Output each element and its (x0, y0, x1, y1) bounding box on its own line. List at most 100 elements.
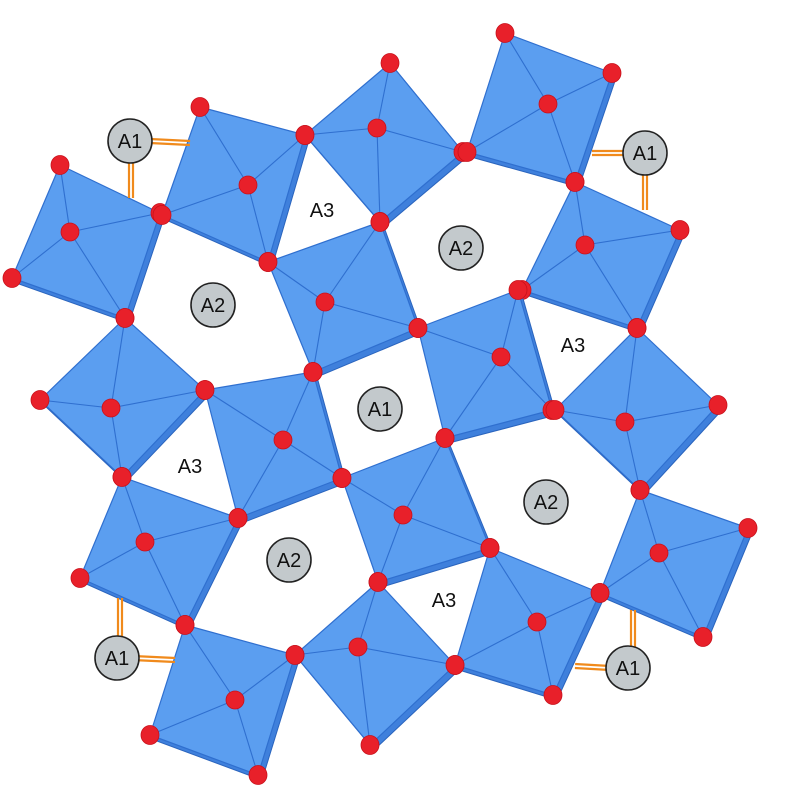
octahedron-edge (121, 476, 146, 543)
oxygen-atom (50, 155, 70, 175)
site-a1-center: A1 (357, 386, 403, 432)
octahedron-edge (402, 437, 446, 516)
site-a3-top: A3 (310, 200, 334, 222)
octahedron-edge (402, 514, 491, 549)
octahedron-edge (376, 62, 391, 129)
octahedron-9 (195, 362, 352, 528)
site-a3-left: A3 (178, 456, 202, 478)
octahedron-edge (521, 244, 586, 291)
octahedron-15 (285, 572, 465, 755)
octahedron-8 (408, 280, 562, 448)
oxygen-atom (393, 505, 413, 525)
oxygen-atom (273, 430, 293, 450)
site-a1-top-left: A1 (107, 118, 153, 164)
oxygen-atom (315, 292, 335, 312)
octahedron-edge (574, 181, 586, 246)
bond-a1-bottom-left-v (116, 598, 124, 641)
octahedra-layer (2, 23, 758, 785)
oxygen-atom (332, 468, 352, 488)
octahedron-edge (500, 289, 519, 358)
site-circle (622, 130, 668, 176)
site-label: A3 (178, 456, 202, 478)
octahedron-edge (247, 184, 269, 263)
oxygen-atom (538, 94, 558, 114)
oxygen-atom (602, 63, 622, 83)
oxygen-atom (491, 347, 511, 367)
site-label: A1 (616, 658, 640, 680)
octahedron-edge (377, 514, 404, 583)
oxygen-atom (348, 637, 368, 657)
site-a1-top-right: A1 (622, 130, 668, 176)
site-circle (357, 386, 403, 432)
octahedron-11 (332, 428, 500, 592)
oxygen-atom (115, 308, 135, 328)
octahedron-edge (324, 301, 419, 329)
oxygen-atom (627, 318, 647, 338)
oxygen-atom (543, 685, 563, 705)
octahedron-edge (658, 552, 704, 638)
octahedron-edge (69, 212, 161, 233)
octahedron-edge (489, 547, 538, 623)
oxygen-atom (508, 280, 528, 300)
oxygen-atom (380, 53, 400, 73)
oxygen-atom (112, 467, 132, 487)
octahedron-edge (584, 244, 638, 329)
oxygen-atom (545, 400, 565, 420)
octahedron-edge (237, 439, 284, 519)
oxygen-atom (225, 690, 245, 710)
oxygen-atom (708, 395, 728, 415)
oxygen-atom (175, 615, 195, 635)
oxygen-atom (140, 725, 160, 745)
octahedron-edge (417, 327, 502, 358)
octahedron-edge (500, 356, 553, 411)
octahedron-edge (282, 439, 343, 479)
octahedron-edge (39, 399, 112, 409)
oxygen-atom (258, 252, 278, 272)
octahedron-6 (512, 172, 690, 338)
octahedron-edge (624, 327, 638, 423)
octahedron-edge (282, 371, 314, 441)
site-circle (523, 479, 569, 525)
bonds-layer (116, 137, 649, 672)
octahedron-edge (144, 541, 186, 626)
octahedron-edge (69, 231, 126, 319)
octahedron-edge (79, 541, 146, 579)
bond-a1-bottom-left-h (132, 654, 176, 664)
site-circle (438, 225, 484, 271)
site-label: A1 (118, 131, 142, 153)
oxygen-atom (527, 612, 547, 632)
oxygen-atom (303, 362, 323, 382)
oxygen-atom (649, 543, 669, 563)
oxygen-atom (195, 380, 215, 400)
oxygen-atom (370, 212, 390, 232)
octahedron-13 (590, 480, 758, 647)
oxygen-atom (135, 532, 155, 552)
octahedron-edge (658, 527, 749, 554)
oxygen-atom (360, 735, 380, 755)
octahedron-edge (11, 231, 71, 279)
octahedron-edge (624, 421, 641, 491)
bond-a1-bottom-right-h (574, 662, 611, 672)
bond-line (574, 666, 610, 672)
octahedron-16 (140, 615, 305, 785)
octahedron-edge (324, 221, 381, 303)
octahedron-edge (110, 407, 123, 478)
oxygen-atom (238, 175, 258, 195)
oxygen-atom (575, 235, 595, 255)
octahedron-edge (454, 621, 538, 666)
octahedron-12 (70, 467, 248, 635)
octahedron-edge (357, 646, 371, 746)
octahedron-5 (258, 212, 428, 382)
oxygen-atom (738, 518, 758, 538)
oxygen-atom (228, 508, 248, 528)
octahedron-edge (536, 621, 554, 696)
oxygen-atom (248, 765, 268, 785)
bond-line (575, 662, 611, 668)
site-label: A2 (277, 550, 301, 572)
octahedron-edge (267, 261, 326, 303)
octahedron-edge (294, 646, 359, 656)
site-a3-bottom: A3 (432, 590, 456, 612)
octahedron-edge (547, 72, 613, 105)
oxygen-atom (190, 97, 210, 117)
